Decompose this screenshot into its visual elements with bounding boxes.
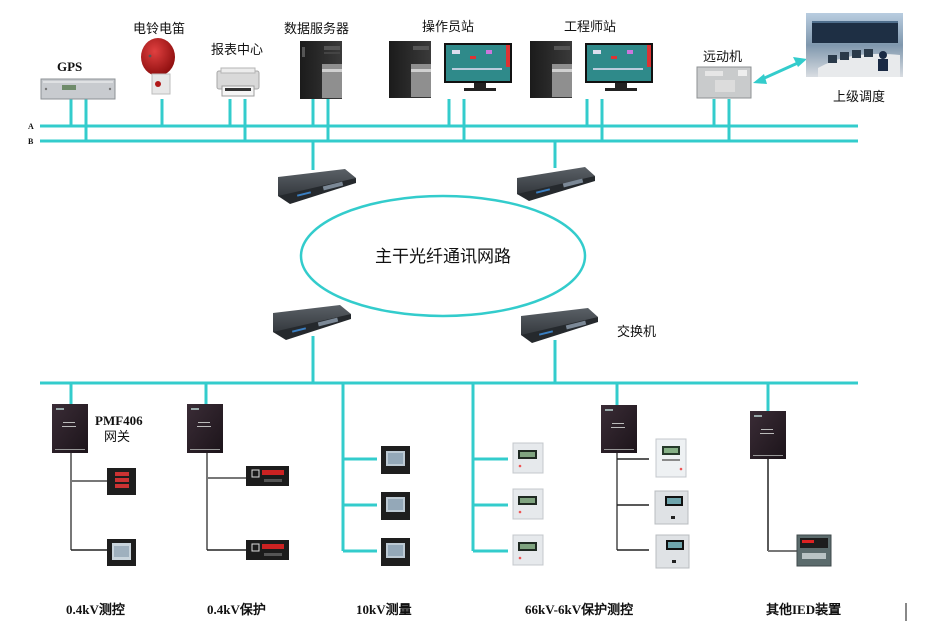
arrow-right-icon [793, 57, 807, 67]
bus-b-label: B [28, 137, 34, 146]
workstation-icon [530, 41, 653, 98]
power-meter-1[interactable] [381, 446, 410, 474]
device-engineer-station[interactable]: 工程师站 [530, 20, 653, 98]
protection-unit-icon [512, 488, 544, 520]
power-meter-2[interactable] [381, 492, 410, 520]
gateway-box-icon [187, 404, 223, 453]
gateway-device-4[interactable] [750, 411, 786, 459]
gps-label: GPS [57, 59, 82, 74]
gateway-device-3[interactable] [601, 405, 637, 453]
led-relay-icon [246, 466, 289, 486]
protection-unit-icon [655, 438, 687, 478]
control-room-icon [806, 13, 903, 77]
network-switch-icon [278, 169, 356, 204]
gateway-device-1[interactable] [52, 404, 88, 453]
gateway-box-icon [601, 405, 637, 453]
group-2-label: 0.4kV保护 [207, 602, 266, 617]
power-meter-3[interactable] [381, 538, 410, 566]
switch-top-left[interactable] [278, 169, 356, 204]
report-label: 报表中心 [211, 43, 263, 58]
engineer-label: 工程师站 [564, 20, 616, 35]
top-bus: A B [28, 122, 858, 146]
rtu-label: 远动机 [703, 50, 742, 65]
network-switch-icon [521, 308, 598, 343]
server-label: 数据服务器 [284, 21, 349, 37]
server-tower-icon [300, 41, 342, 99]
device-gps[interactable]: GPS [40, 59, 116, 100]
device-rtu[interactable]: 远动机 [696, 50, 752, 99]
gateway-device-2[interactable] [187, 404, 223, 453]
printer-icon [216, 67, 260, 97]
gateway-box-icon [52, 404, 88, 453]
group-5-label: 其他IED装置 [766, 602, 841, 617]
protection-relay-1[interactable] [246, 466, 289, 486]
protection-unit-5[interactable] [654, 490, 689, 525]
lcd-meter-icon [381, 538, 410, 566]
switch-top-right[interactable] [517, 167, 595, 201]
multifunction-meter-1[interactable] [107, 468, 136, 495]
protection-unit-3[interactable] [512, 534, 544, 566]
protection-unit-1[interactable] [512, 442, 544, 474]
protection-unit-icon [654, 490, 689, 525]
group-4-label: 66kV-6kV保护测控 [525, 602, 633, 617]
device-dispatch[interactable]: 上级调度 [806, 13, 903, 105]
backbone-ring [299, 194, 587, 318]
protection-unit-icon [655, 534, 690, 569]
device-alarm[interactable]: 电铃电笛 [133, 21, 185, 95]
protection-unit-4[interactable] [655, 438, 687, 478]
group-1-label: 0.4kV测控 [66, 602, 125, 617]
lcd-meter-icon [381, 492, 410, 520]
multifunction-meter-2[interactable] [107, 539, 136, 566]
ied-panel-icon [796, 534, 832, 567]
dispatch-label: 上级调度 [833, 89, 885, 105]
group-3-label: 10kV测量 [356, 602, 412, 617]
lcd-meter-icon [381, 446, 410, 474]
rtu-box-icon [696, 66, 752, 99]
gateway-box-icon [750, 411, 786, 459]
group-04kv-measure-control: PMF406 网关 0.4kV测控 [52, 383, 143, 617]
group-04kv-protection: 0.4kV保护 [187, 383, 289, 617]
bus-a-label: A [28, 122, 34, 131]
gateway-name-label: 网关 [104, 430, 130, 445]
switch-bottom-left[interactable] [273, 305, 351, 340]
device-report[interactable]: 报表中心 [211, 43, 263, 97]
device-server[interactable]: 数据服务器 [284, 21, 349, 99]
operator-label: 操作员站 [422, 19, 474, 35]
gateway-model-label: PMF406 [95, 413, 143, 428]
lcd-meter-icon [107, 539, 136, 566]
led-relay-icon [246, 540, 289, 560]
protection-relay-2[interactable] [246, 540, 289, 560]
switch-bottom-right[interactable] [521, 308, 598, 343]
rtu-dispatch-link [753, 57, 807, 84]
protection-unit-2[interactable] [512, 488, 544, 520]
alarm-label: 电铃电笛 [133, 21, 185, 37]
digital-meter-icon [107, 468, 136, 495]
group-10kv-measure: 10kV测量 [341, 383, 412, 617]
device-operator-station[interactable]: 操作员站 [389, 19, 512, 98]
protection-unit-icon [512, 534, 544, 566]
group-66kv-6kv-protection-control: 66kV-6kV保护测控 [471, 383, 690, 617]
protection-unit-icon [512, 442, 544, 474]
alarm-bell-icon [141, 38, 175, 95]
network-switch-icon [517, 167, 595, 201]
network-switch-icon [273, 305, 351, 340]
rack-device-icon [40, 78, 116, 100]
top-drops [69, 99, 731, 170]
group-other-ied: 其他IED装置 [750, 383, 841, 617]
arrow-left-icon [753, 74, 767, 84]
switch-label: 交换机 [617, 324, 656, 340]
protection-unit-6[interactable] [655, 534, 690, 569]
ied-device[interactable] [796, 534, 832, 567]
backbone-ring-label: 主干光纤通讯网路 [375, 247, 511, 267]
workstation-icon [389, 41, 512, 98]
